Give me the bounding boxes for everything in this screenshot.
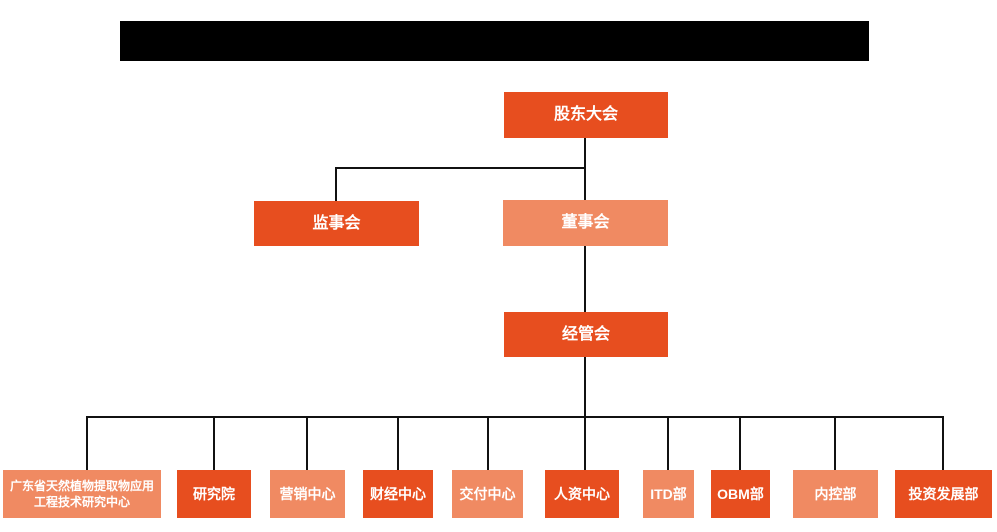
redacted-title-bar	[120, 21, 869, 61]
node-dept-delivery-center: 交付中心	[452, 470, 523, 518]
node-dept-obm: OBM部	[711, 470, 770, 518]
connector-drop-delivery-center	[487, 416, 489, 470]
node-dept-marketing-center: 营销中心	[270, 470, 345, 518]
node-dept-internal-control: 内控部	[793, 470, 878, 518]
node-dept-investment-development: 投资发展部	[895, 470, 992, 518]
connector-to-supervisory	[335, 167, 337, 201]
connector-root-to-board	[584, 138, 586, 200]
node-board-of-directors: 董事会	[503, 200, 668, 246]
node-management-committee: 经管会	[504, 312, 668, 357]
connector-drop-gd-research-center	[86, 416, 88, 470]
connector-drop-internal-control	[834, 416, 836, 470]
node-supervisory-board: 监事会	[254, 201, 419, 246]
connector-board-to-management	[584, 246, 586, 312]
node-dept-finance-center: 财经中心	[363, 470, 433, 518]
node-dept-research-institute: 研究院	[177, 470, 251, 518]
connector-drop-marketing-center	[306, 416, 308, 470]
node-dept-itd: ITD部	[643, 470, 694, 518]
connector-drop-itd	[667, 416, 669, 470]
connector-department-bus	[86, 416, 944, 418]
connector-drop-investment-development	[942, 416, 944, 470]
connector-management-to-bus	[584, 357, 586, 470]
connector-branch-horizontal	[335, 167, 586, 169]
node-dept-hr-center: 人资中心	[545, 470, 619, 518]
node-dept-gd-research-center: 广东省天然植物提取物应用工程技术研究中心	[3, 470, 161, 518]
connector-drop-obm	[739, 416, 741, 470]
node-shareholders-meeting: 股东大会	[504, 92, 668, 138]
connector-drop-finance-center	[397, 416, 399, 470]
connector-drop-research-institute	[213, 416, 215, 470]
